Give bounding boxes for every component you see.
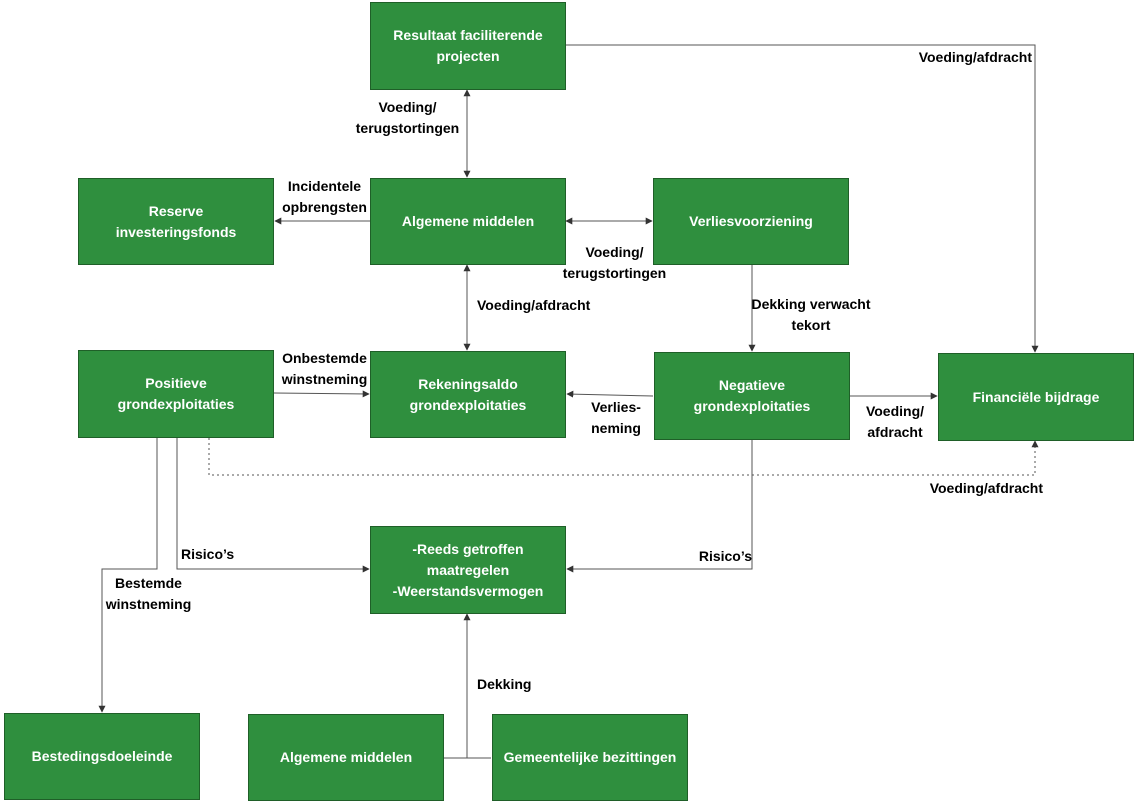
box-rekeningsaldo-grondexploitaties: Rekeningsaldo grondexploitaties — [370, 351, 566, 438]
label-voeding-terugstortingen-mid: Voeding/ terugstortingen — [562, 244, 667, 281]
label-risicos-right: Risico’s — [698, 548, 752, 564]
label-dekking-verwacht-tekort: Dekking verwacht tekort — [751, 296, 871, 333]
label-dekking: Dekking — [477, 676, 532, 692]
box-algemene-middelen-bottom: Algemene middelen — [248, 714, 444, 801]
connector-positieve-to-bestedingsdoeleinde — [98, 438, 158, 713]
box-resultaat-faciliterende-projecten: Resultaat faciliterende projecten — [370, 2, 566, 90]
connector-resultaat-to-financiele — [565, 44, 1039, 353]
label-voeding-afdracht-top-right: Voeding/afdracht — [918, 49, 1032, 65]
connector-negatieve-to-rekeningsaldo — [566, 390, 654, 398]
label-incidentele-opbrengsten: Incidentele opbrengsten — [282, 178, 367, 215]
box-positieve-grondexploitaties: Positieve grondexploitaties — [78, 350, 274, 438]
label-bestemde-winstneming: Bestemde winstneming — [105, 575, 192, 612]
label-voeding-afdracht-mid: Voeding/afdracht — [477, 297, 591, 313]
label-voeding-terugstortingen-top: Voeding/ terugstortingen — [355, 99, 460, 136]
box-gemeentelijke-bezittingen: Gemeentelijke bezittingen — [492, 714, 688, 801]
label-voeding-afdracht-dotted: Voeding/afdracht — [929, 480, 1043, 496]
label-risicos-left: Risico’s — [181, 546, 235, 562]
connector-positieve-to-reeds — [176, 438, 370, 573]
box-verliesvoorziening: Verliesvoorziening — [653, 178, 849, 265]
box-reeds-getroffen-maatregelen: -Reeds getroffen maatregelen -Weerstands… — [370, 526, 566, 614]
label-verliesneming: Verlies- neming — [591, 399, 641, 436]
box-financiele-bijdrage: Financiële bijdrage — [938, 353, 1134, 441]
connector-negatieve-to-reeds — [566, 440, 753, 573]
box-bestedingsdoeleinde: Bestedingsdoeleinde — [4, 713, 200, 800]
box-algemene-middelen-top: Algemene middelen — [370, 178, 566, 265]
box-negatieve-grondexploitaties: Negatieve grondexploitaties — [654, 352, 850, 440]
label-onbestemde-winstneming: Onbestemde winstneming — [281, 350, 368, 387]
connector-positieve-to-financiele-dotted — [208, 438, 1039, 476]
connector-positieve-to-rekeningsaldo — [273, 390, 370, 398]
box-reserve-investeringsfonds: Reserve investeringsfonds — [78, 178, 274, 265]
label-voeding-afdracht-right: Voeding/ afdracht — [865, 403, 925, 440]
